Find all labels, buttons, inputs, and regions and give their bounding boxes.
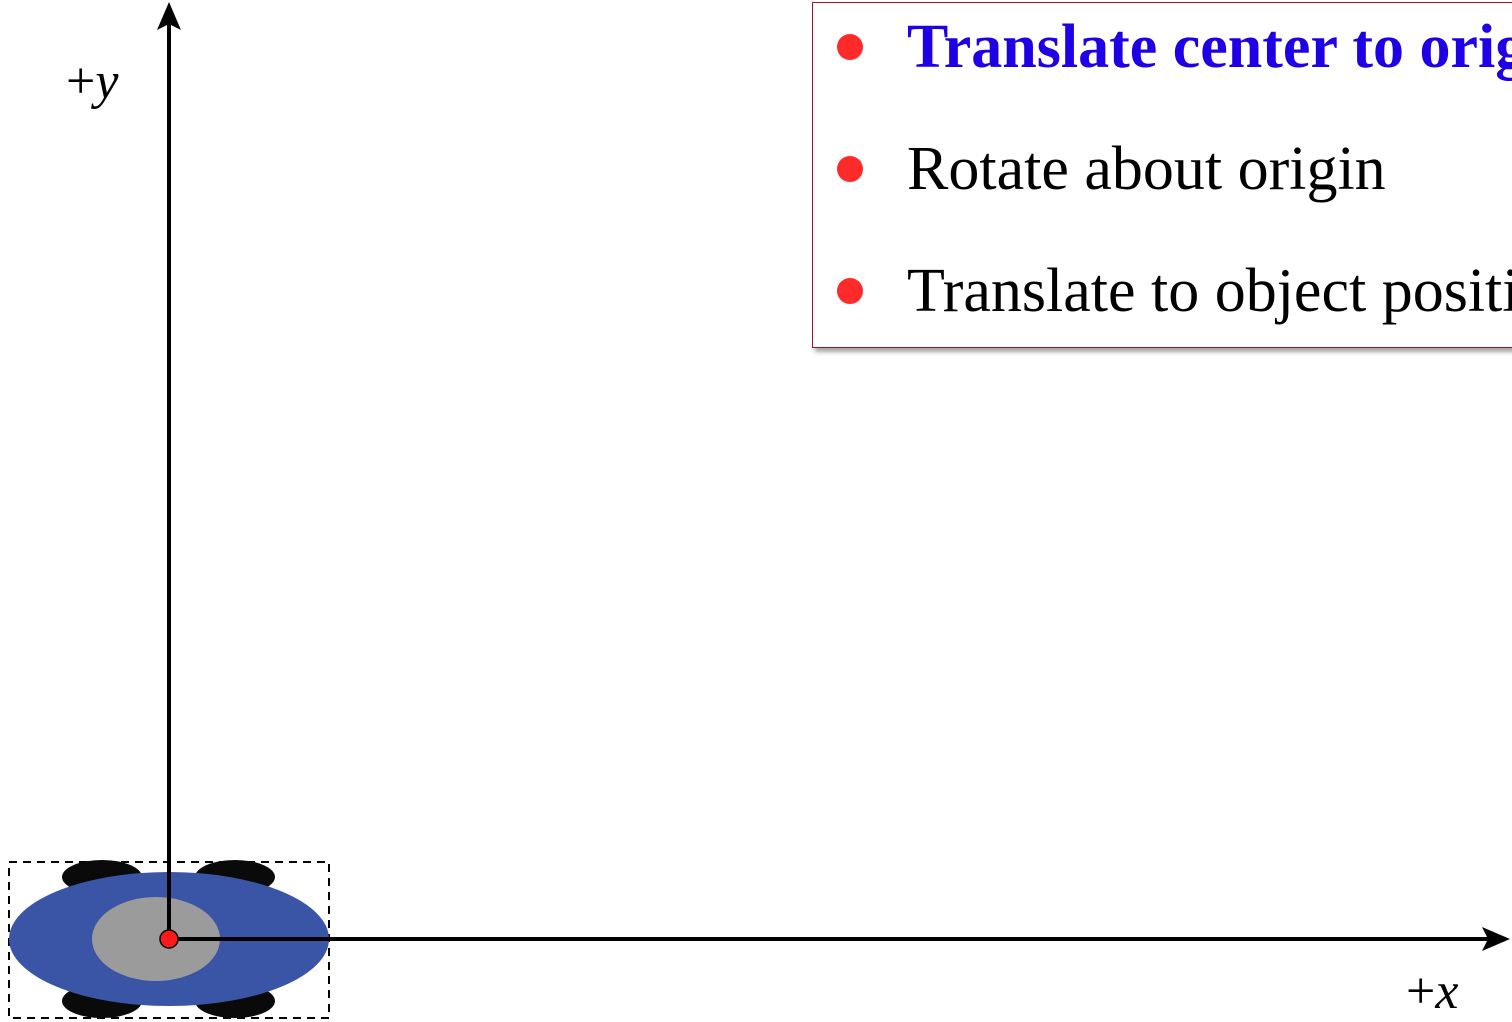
bullet-icon — [837, 156, 863, 182]
step-translate-back: Translate to object position — [837, 257, 1512, 325]
bullet-icon — [837, 278, 863, 304]
y-axis-label: +y — [66, 52, 118, 111]
steps-callout-box: Translate center to origin Rotate about … — [812, 2, 1512, 348]
y-axis — [157, 2, 181, 939]
step-label: Rotate about origin — [907, 134, 1386, 203]
x-axis-arrowhead — [1482, 927, 1510, 951]
y-axis-label-var: y — [95, 53, 119, 110]
step-label: Translate to object position — [907, 256, 1512, 325]
vehicle-cabin — [92, 897, 220, 981]
step-translate-center: Translate center to origin — [837, 13, 1512, 81]
step-rotate: Rotate about origin — [837, 135, 1386, 203]
x-axis — [169, 927, 1510, 951]
x-axis-label-var: x — [1435, 963, 1459, 1020]
bullet-icon — [837, 34, 863, 60]
center-point-icon — [159, 929, 179, 949]
x-axis-label-prefix: + — [1406, 963, 1436, 1020]
step-label: Translate center to origin — [907, 12, 1512, 81]
y-axis-arrowhead — [157, 2, 181, 30]
y-axis-label-prefix: + — [66, 53, 96, 110]
x-axis-label: +x — [1406, 962, 1458, 1021]
